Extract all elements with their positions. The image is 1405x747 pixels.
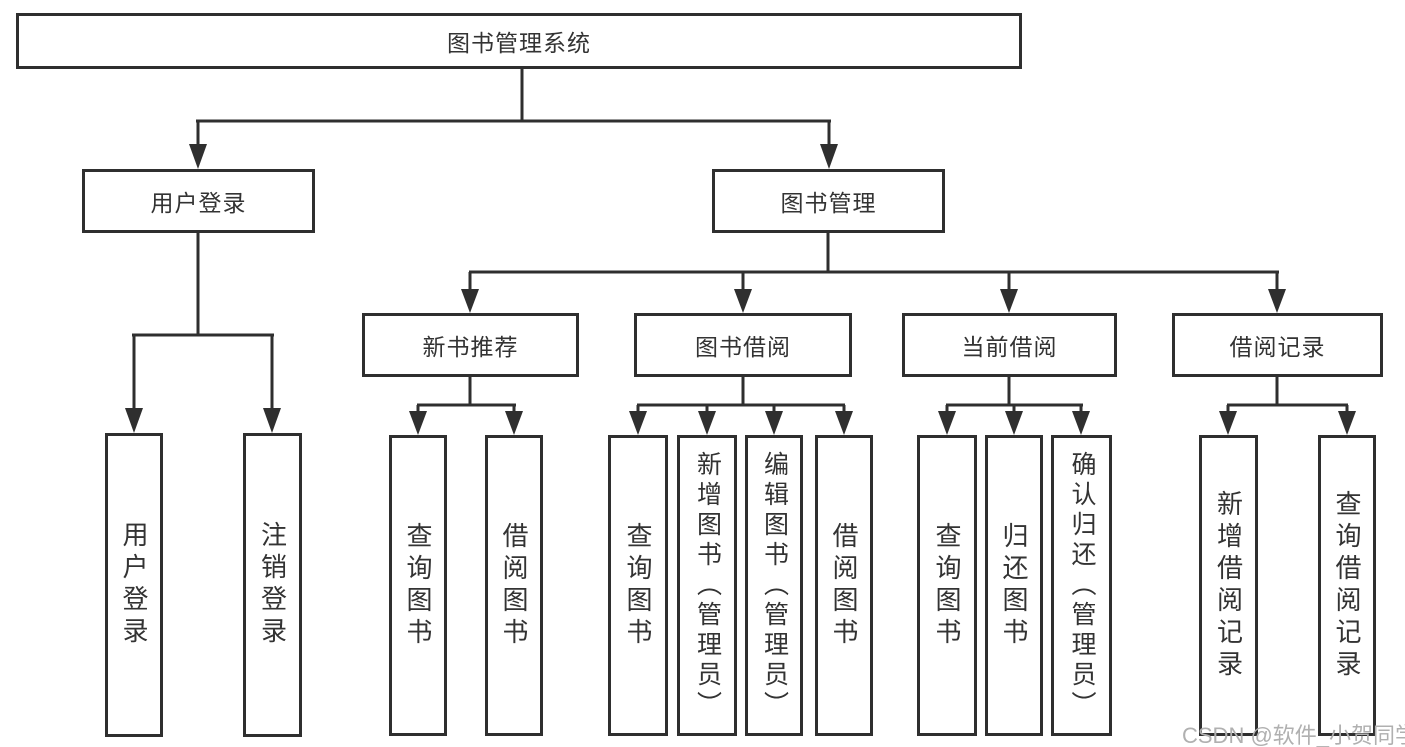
node-label: 借阅记录 [1229,334,1326,360]
leaf-record-query-record: 查询借阅记录 [1318,435,1376,736]
leaf-record-add-record: 新增借阅记录 [1199,435,1258,736]
arrow-down-icon [505,411,523,435]
node-label: 借阅图书 [499,521,529,650]
leaf-current-confirm-return-admin: 确认归还（管理员） [1051,435,1112,736]
node-label: 借阅图书 [829,521,859,650]
arrow-down-icon [938,411,956,435]
arrow-down-icon [765,411,783,435]
leaf-current-query-book: 查询图书 [917,435,977,736]
connector-current-borrow-to-leaves [938,377,1090,435]
node-label: 图书借阅 [695,334,791,360]
leaf-borrow-borrow-book: 借阅图书 [815,435,873,736]
connector-book-management-to-level3 [461,233,1286,313]
arrow-down-icon [1005,411,1023,435]
arrow-down-icon [263,408,281,433]
connector-user-login-to-leaves [125,233,281,433]
node-label: 用户登录 [150,190,247,216]
arrow-down-icon [1000,289,1018,313]
arrow-down-icon [629,411,647,435]
arrow-down-icon [461,289,479,313]
leaf-borrow-query-book: 查询图书 [608,435,668,736]
node-label: 新书推荐 [422,334,519,360]
leaf-user-login: 用户登录 [105,433,163,737]
node-label: 用户登录 [119,521,149,649]
arrow-down-icon [409,411,427,435]
node-borrow-record: 借阅记录 [1172,313,1383,377]
arrow-down-icon [1268,289,1286,313]
arrow-down-icon [125,408,143,433]
node-label: 编辑图书（管理员） [760,450,789,721]
csdn-watermark: CSDN @软件_小贺同学 [1182,723,1405,747]
leaf-logout: 注销登录 [243,433,302,737]
node-label: 归还图书 [999,521,1029,650]
arrow-down-icon [820,144,838,169]
arrow-down-icon [1338,411,1356,435]
connector-book-borrow-to-leaves [629,377,853,435]
node-label: 查询图书 [932,521,962,650]
leaf-borrow-add-book-admin: 新增图书（管理员） [677,435,737,736]
connector-borrow-record-to-leaves [1219,377,1356,435]
arrow-down-icon [734,289,752,313]
arrow-down-icon [835,411,853,435]
node-label: 当前借阅 [961,334,1058,360]
node-label: 查询借阅记录 [1332,489,1362,682]
leaf-newbook-query-book: 查询图书 [389,435,447,736]
node-label: 新增图书（管理员） [693,450,722,721]
arrow-down-icon [698,411,716,435]
connector-root-to-level2 [189,69,838,169]
leaf-current-return-book: 归还图书 [985,435,1043,736]
connector-new-book-to-leaves [409,377,523,435]
arrow-down-icon [189,144,207,169]
arrow-down-icon [1219,411,1237,435]
node-book-management: 图书管理 [712,169,945,233]
node-label: 查询图书 [403,521,433,650]
node-label: 确认归还（管理员） [1068,450,1096,721]
node-label: 查询图书 [623,521,653,650]
node-user-login: 用户登录 [82,169,315,233]
leaf-borrow-edit-book-admin: 编辑图书（管理员） [745,435,803,736]
leaf-newbook-borrow-book: 借阅图书 [485,435,543,736]
node-new-book-recommend: 新书推荐 [362,313,579,377]
node-label: 新增借阅记录 [1213,489,1244,682]
node-current-borrow: 当前借阅 [902,313,1117,377]
node-label: 图书管理 [780,190,877,216]
node-book-borrow: 图书借阅 [634,313,852,377]
arrow-down-icon [1072,411,1090,435]
node-label: 图书管理系统 [447,30,591,56]
node-label: 注销登录 [257,521,288,649]
node-root-system: 图书管理系统 [16,13,1022,69]
